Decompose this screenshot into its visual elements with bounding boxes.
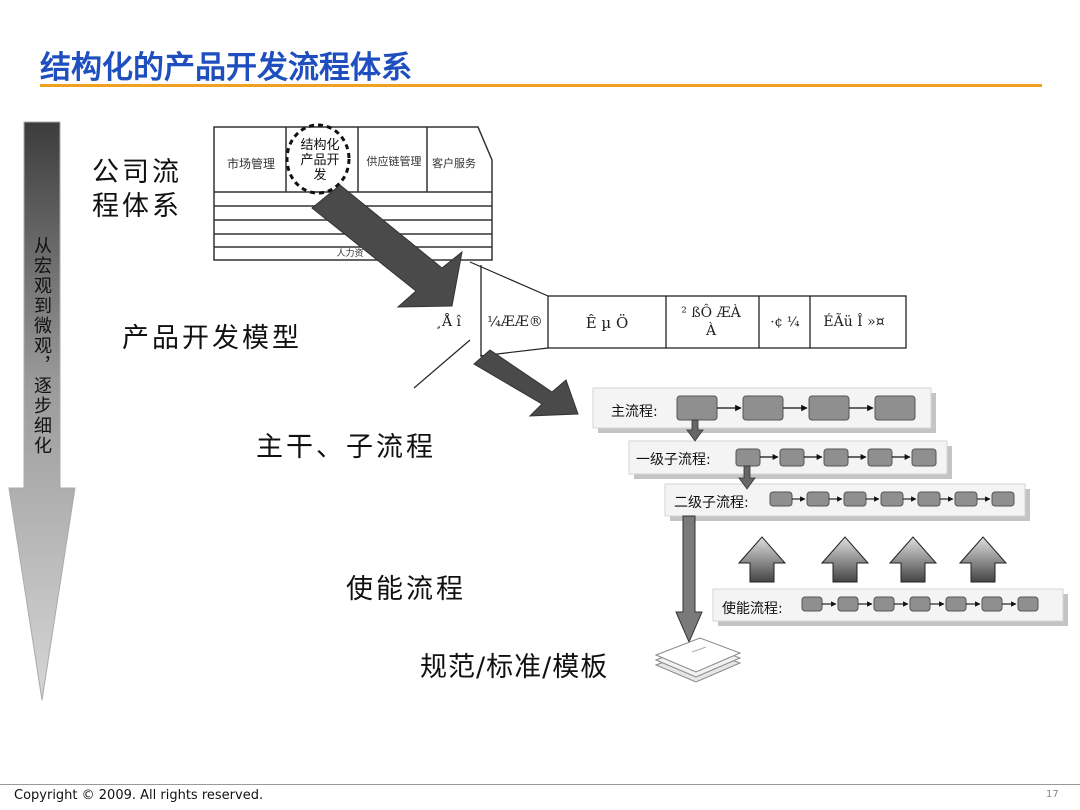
model-cell-3: Ê µ Ö (585, 314, 629, 332)
page-title: 结构化的产品开发流程体系 (40, 50, 412, 86)
title-underline (40, 84, 1042, 87)
company-process-label: 公司流程体系 (92, 157, 182, 222)
down-arrow-main-to-l1 (686, 419, 704, 442)
level2-flow-label: 二级子流程: (674, 495, 749, 511)
model-cell-1: ¸Å î (434, 314, 462, 330)
level1-flow-steps (735, 448, 937, 467)
company-cell-service: 客户服务 (432, 157, 476, 170)
down-arrow-l1-to-l2 (738, 465, 756, 490)
company-cell-ipd: 结构化产品开发 (300, 137, 340, 183)
down-arrow-to-templates (675, 515, 703, 644)
product-model-label: 产品开发模型 (122, 323, 302, 354)
product-dev-model-table (480, 265, 907, 356)
footer-divider (0, 784, 1080, 785)
company-cell-market: 市场管理 (226, 156, 275, 171)
highlight-circle (285, 123, 351, 195)
support-up-arrows (737, 536, 1008, 583)
templates-label: 规范/标准/模板 (420, 652, 609, 683)
enabling-process-label: 使能流程 (346, 574, 466, 605)
model-cell-2: ¼ÆÆ® (487, 314, 543, 330)
level1-flow-label: 一级子流程: (636, 452, 711, 468)
document-stack-icon (654, 637, 742, 683)
process-stack-panels (592, 387, 1068, 626)
company-cell-supply: 供应链管理 (366, 155, 422, 168)
zoom-in-arrow (8, 121, 76, 701)
page-number: 17 (1046, 789, 1059, 800)
drill-down-arrow-2 (473, 349, 579, 417)
model-cell-6: ÉÃü Î »¤ (823, 314, 885, 330)
main-flow-label: 主流程: (611, 404, 658, 420)
copyright-text: Copyright © 2009. All rights reserved. (14, 788, 264, 803)
model-cell-4: ² ßÔ ÆÀ À (681, 305, 741, 339)
side-arrow-label: 从宏观到微观，逐步细化 (31, 236, 52, 456)
trunk-subprocess-label: 主干、子流程 (256, 432, 436, 463)
drill-down-arrow-1 (311, 184, 463, 308)
company-cell-hr: 人力资 (336, 248, 364, 259)
enabling-flow-steps (801, 596, 1039, 612)
enabling-flow-label: 使能流程: (722, 601, 783, 617)
model-cell-5: ·¢ ¼ (770, 315, 800, 330)
